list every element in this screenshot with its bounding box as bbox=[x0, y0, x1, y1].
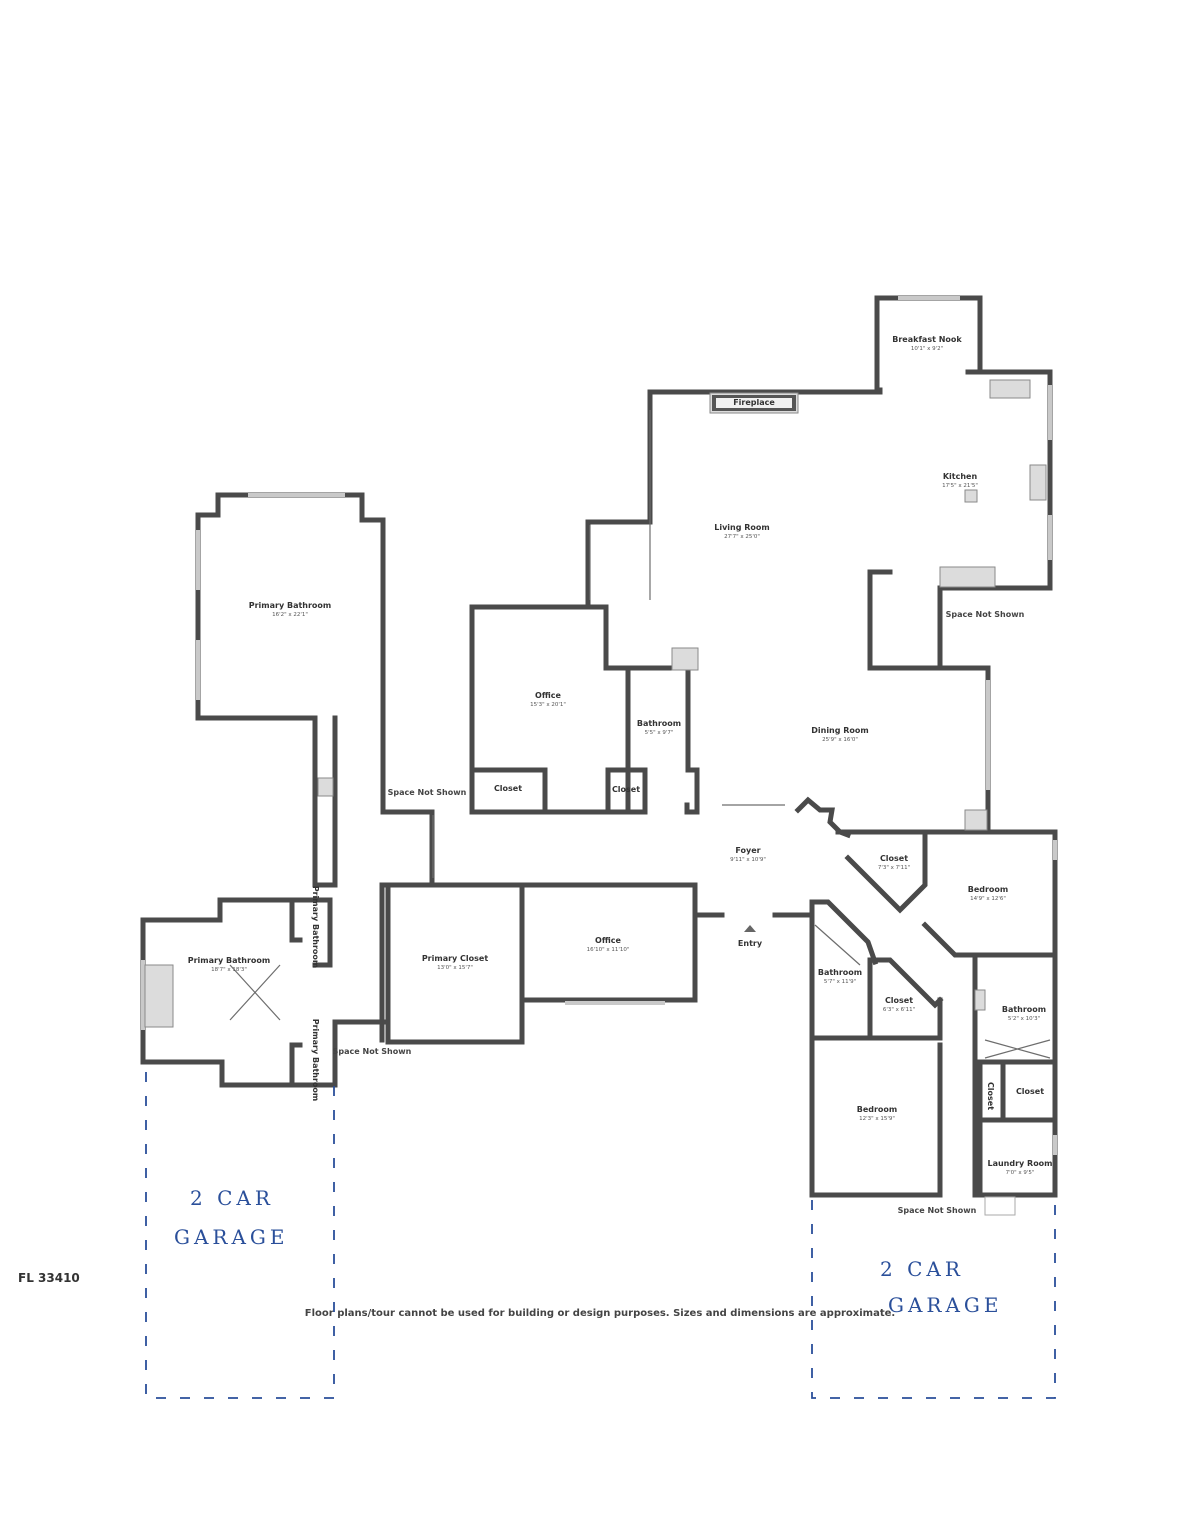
room-kitchen: Kitchen bbox=[943, 472, 978, 481]
room-primary-bathroom-top-dim: 16'2" x 22'1" bbox=[272, 612, 308, 618]
room-bathroom-left-wing: Bathroom bbox=[818, 968, 862, 977]
note-space-not-shown-laundry: Space Not Shown bbox=[898, 1206, 977, 1215]
room-dining-room: Dining Room bbox=[811, 726, 869, 735]
room-office-top-dim: 15'3" x 20'1" bbox=[530, 702, 566, 708]
room-labels: Breakfast Nook 10'1" x 9'2" Fireplace Ki… bbox=[188, 335, 1053, 1176]
room-living-room: Living Room bbox=[714, 523, 770, 532]
room-primary-bathroom-bottom: Primary Bathroom bbox=[188, 956, 271, 965]
disclaimer-text: Floor plans/tour cannot be used for buil… bbox=[305, 1308, 895, 1319]
note-space-not-shown-kitchen: Space Not Shown bbox=[946, 610, 1025, 619]
room-bedroom-right-dim: 14'9" x 12'6" bbox=[970, 896, 1006, 902]
room-closet-wing: Closet bbox=[885, 996, 913, 1005]
room-closet-diagonal-dim: 7'3" x 7'11" bbox=[878, 865, 910, 871]
room-closet-diagonal: Closet bbox=[880, 854, 908, 863]
room-office-bottom: Office bbox=[595, 936, 621, 945]
room-office-bottom-dim: 16'10" x 11'10" bbox=[587, 947, 630, 953]
room-breakfast-nook-dim: 10'1" x 9'2" bbox=[911, 346, 943, 352]
room-primary-bathroom-side2: Primary Bathroom bbox=[311, 1019, 320, 1102]
room-closet-office: Closet bbox=[494, 784, 522, 793]
right-garage-outline bbox=[811, 1200, 1056, 1399]
room-bedroom-bottom: Bedroom bbox=[857, 1105, 898, 1114]
zip-code-text: FL 33410 bbox=[18, 1271, 80, 1285]
room-bathroom-left-wing-dim: 5'7" x 11'9" bbox=[824, 979, 856, 985]
room-closet-small: Closet bbox=[1016, 1087, 1044, 1096]
room-bathroom-right-wing-dim: 5'2" x 10'3" bbox=[1008, 1016, 1040, 1022]
room-laundry-room: Laundry Room bbox=[987, 1159, 1052, 1168]
right-garage-label-line2: GARAGE bbox=[888, 1293, 1003, 1317]
room-bathroom-right-wing: Bathroom bbox=[1002, 1005, 1046, 1014]
room-primary-bathroom-side1: Primary Bathroom bbox=[311, 886, 320, 969]
room-laundry-room-dim: 7'0" x 9'5" bbox=[1006, 1170, 1035, 1176]
left-garage-label-line1: 2 CAR bbox=[190, 1186, 274, 1210]
windows bbox=[141, 296, 1057, 1155]
notes: Space Not Shown Space Not Shown Space No… bbox=[18, 610, 1025, 1319]
room-primary-bathroom-bottom-dim: 18'7" x 18'3" bbox=[211, 967, 247, 973]
room-bathroom-center-dim: 5'5" x 9'7" bbox=[645, 730, 674, 736]
room-primary-bathroom-top: Primary Bathroom bbox=[249, 601, 332, 610]
note-space-not-shown-bath: Space Not Shown bbox=[333, 1047, 412, 1056]
room-kitchen-dim: 17'5" x 21'5" bbox=[942, 483, 978, 489]
room-office-top: Office bbox=[535, 691, 561, 700]
room-bathroom-center: Bathroom bbox=[637, 719, 681, 728]
room-fireplace: Fireplace bbox=[733, 398, 775, 407]
left-garage-label-line2: GARAGE bbox=[174, 1225, 289, 1249]
room-closet-bath: Closet bbox=[612, 785, 640, 794]
room-bedroom-right: Bedroom bbox=[968, 885, 1009, 894]
room-foyer-dim: 9'11" x 10'9" bbox=[730, 857, 766, 863]
room-closet-wing-dim: 6'3" x 6'11" bbox=[883, 1007, 915, 1013]
room-bedroom-bottom-dim: 12'3" x 15'9" bbox=[859, 1116, 895, 1122]
room-primary-closet: Primary Closet bbox=[422, 954, 489, 963]
fixtures bbox=[144, 379, 1051, 1216]
garage-annotations: 2 CAR GARAGE 2 CAR GARAGE bbox=[145, 1072, 1056, 1399]
walls bbox=[140, 295, 1058, 1198]
room-closet-vertical: Closet bbox=[986, 1082, 995, 1110]
room-primary-closet-dim: 13'0" x 15'7" bbox=[437, 965, 473, 971]
room-foyer: Foyer bbox=[735, 846, 760, 855]
room-entry: Entry bbox=[738, 939, 763, 948]
note-space-not-shown-corridor: Space Not Shown bbox=[388, 788, 467, 797]
right-garage-label-line1: 2 CAR bbox=[880, 1257, 964, 1281]
room-breakfast-nook: Breakfast Nook bbox=[892, 335, 962, 344]
room-dining-room-dim: 25'9" x 16'0" bbox=[822, 737, 858, 743]
room-living-room-dim: 27'7" x 25'0" bbox=[724, 534, 760, 540]
